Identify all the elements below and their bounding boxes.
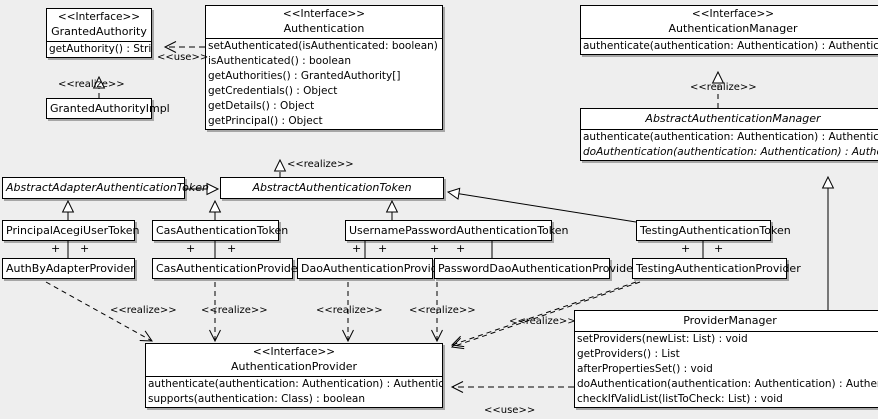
member-item: authenticate(authentication: Authenticat… xyxy=(583,131,878,143)
class-header: <<Interface>> AuthenticationProvider xyxy=(146,344,442,376)
member-list: setProviders(newList: List) : void getPr… xyxy=(575,332,878,407)
member-item: getDetails() : Object xyxy=(208,100,315,112)
class-header: <<Interface>> AuthenticationManager xyxy=(581,6,878,38)
class-cas-authentication-token[interactable]: CasAuthenticationToken xyxy=(152,220,289,241)
association-marker: + xyxy=(186,242,196,255)
class-granted-authority[interactable]: <<Interface>> GrantedAuthority getAuthor… xyxy=(46,8,152,58)
edge-label-use-providermanager-authenticationprovider: <<use>> xyxy=(484,405,536,416)
stereotype-label: <<Interface>> xyxy=(282,8,366,20)
class-name: PrincipalAcegiUserToken xyxy=(6,224,140,237)
member-item: setProviders(newList: List) : void xyxy=(577,333,748,345)
class-name: AuthenticationProvider xyxy=(230,360,358,373)
class-name: AuthByAdapterProvider xyxy=(6,262,135,275)
class-name: AbstractAdapterAuthenticationToken xyxy=(6,181,209,194)
edge-label-realize-providermanager: <<realize>> xyxy=(509,316,576,327)
class-header: ProviderManager xyxy=(575,311,878,331)
edge-label-realize-passworddaoauthenticationprovider: <<realize>> xyxy=(409,305,476,316)
edge-label-realize-casauthenticationprovider: <<realize>> xyxy=(201,305,268,316)
edge-label-realize-abstractauthenticationmanager: <<realize>> xyxy=(690,82,757,93)
class-authentication-provider[interactable]: <<Interface>> AuthenticationProvider aut… xyxy=(145,343,443,408)
class-header: AbstractAdapterAuthenticationToken xyxy=(3,178,209,198)
divider xyxy=(581,129,878,130)
class-name: CasAuthenticationToken xyxy=(156,224,289,237)
divider xyxy=(206,38,442,39)
edge-label-use-authentication-grantedauthority: <<use>> xyxy=(157,52,209,63)
class-name: AuthenticationManager xyxy=(668,22,798,35)
class-name: UsernamePasswordAuthenticationToken xyxy=(349,224,569,237)
stereotype-label: <<Interface>> xyxy=(252,346,336,358)
class-name: TestingAuthenticationProvider xyxy=(636,262,801,275)
class-name: PasswordDaoAuthenticationProvider xyxy=(438,262,638,275)
association-marker: + xyxy=(227,242,237,255)
stereotype-label: <<Interface>> xyxy=(691,8,775,20)
member-item: afterPropertiesSet() : void xyxy=(577,363,713,375)
class-abstract-authentication-manager[interactable]: AbstractAuthenticationManager authentica… xyxy=(580,108,878,161)
class-authentication-manager[interactable]: <<Interface>> AuthenticationManager auth… xyxy=(580,5,878,55)
member-item: doAuthentication(authentication: Authent… xyxy=(583,146,878,158)
class-dao-authentication-provider[interactable]: DaoAuthenticationProvider xyxy=(297,258,449,279)
class-name: ProviderManager xyxy=(683,314,777,327)
class-header: <<Interface>> GrantedAuthority xyxy=(47,9,151,41)
association-marker: + xyxy=(352,242,362,255)
association-marker: + xyxy=(80,242,90,255)
association-marker: + xyxy=(51,242,61,255)
class-granted-authority-impl[interactable]: GrantedAuthorityImpl xyxy=(46,98,170,119)
association-marker: + xyxy=(430,242,440,255)
class-name: AbstractAuthenticationToken xyxy=(252,181,412,194)
divider xyxy=(575,331,878,332)
member-list: setAuthenticated(isAuthenticated: boolea… xyxy=(206,39,442,129)
class-username-password-authentication-token[interactable]: UsernamePasswordAuthenticationToken xyxy=(345,220,569,241)
class-testing-authentication-provider[interactable]: TestingAuthenticationProvider xyxy=(632,258,801,279)
member-item: getPrincipal() : Object xyxy=(208,115,323,127)
class-name: TestingAuthenticationToken xyxy=(640,224,791,237)
member-item: getAuthorities() : GrantedAuthority[] xyxy=(208,70,401,82)
divider xyxy=(146,376,442,377)
class-name: CasAuthenticationProvider xyxy=(156,262,303,275)
class-name: GrantedAuthority xyxy=(51,25,147,38)
edge-label-realize-abstractauthenticationtoken: <<realize>> xyxy=(287,159,354,170)
class-password-dao-authentication-provider[interactable]: PasswordDaoAuthenticationProvider xyxy=(434,258,638,279)
association-marker: + xyxy=(456,242,466,255)
member-list: getAuthority() : String xyxy=(47,42,151,57)
class-abstract-authentication-token[interactable]: AbstractAuthenticationToken xyxy=(220,177,444,199)
divider xyxy=(47,41,151,42)
class-authentication[interactable]: <<Interface>> Authentication setAuthenti… xyxy=(205,5,443,130)
edge-label-realize-authbyadapterprovider: <<realize>> xyxy=(110,305,177,316)
association-marker: + xyxy=(681,242,691,255)
class-provider-manager[interactable]: ProviderManager setProviders(newList: Li… xyxy=(574,310,878,408)
class-header: AbstractAuthenticationToken xyxy=(221,178,443,198)
class-name: Authentication xyxy=(283,22,365,35)
class-principal-acegi-user-token[interactable]: PrincipalAcegiUserToken xyxy=(2,220,140,241)
member-list: authenticate(authentication: Authenticat… xyxy=(581,39,878,54)
member-item: isAuthenticated() : boolean xyxy=(208,55,351,67)
member-list: authenticate(authentication: Authenticat… xyxy=(581,130,878,160)
class-testing-authentication-token[interactable]: TestingAuthenticationToken xyxy=(636,220,791,241)
member-item: supports(authentication: Class) : boolea… xyxy=(148,393,365,405)
member-item: authenticate(authentication: Authenticat… xyxy=(148,378,442,390)
member-item: setAuthenticated(isAuthenticated: boolea… xyxy=(208,40,442,52)
divider xyxy=(581,38,878,39)
member-item: getCredentials() : Object xyxy=(208,85,338,97)
class-header: AbstractAuthenticationManager xyxy=(581,109,878,129)
stereotype-label: <<Interface>> xyxy=(57,11,141,23)
member-item: getProviders() : List xyxy=(577,348,680,360)
member-item: doAuthentication(authentication: Authent… xyxy=(577,378,878,390)
association-marker: + xyxy=(378,242,388,255)
class-auth-by-adapter-provider[interactable]: AuthByAdapterProvider xyxy=(2,258,135,279)
class-header: <<Interface>> Authentication xyxy=(206,6,442,38)
member-item: authenticate(authentication: Authenticat… xyxy=(583,40,878,52)
class-abstract-adapter-authentication-token[interactable]: AbstractAdapterAuthenticationToken xyxy=(2,177,209,199)
member-item: checkIfValidList(listToCheck: List) : vo… xyxy=(577,393,783,405)
member-item: getAuthority() : String xyxy=(49,43,151,55)
class-name: DaoAuthenticationProvider xyxy=(301,262,449,275)
class-name: GrantedAuthorityImpl xyxy=(50,102,170,115)
member-list: authenticate(authentication: Authenticat… xyxy=(146,377,442,407)
class-name: AbstractAuthenticationManager xyxy=(645,112,821,125)
edge-label-realize-daoauthenticationprovider: <<realize>> xyxy=(316,305,383,316)
association-marker: + xyxy=(714,242,724,255)
class-cas-authentication-provider[interactable]: CasAuthenticationProvider xyxy=(152,258,303,279)
edge-label-realize-grantedauthorityimpl: <<realize>> xyxy=(58,79,125,90)
